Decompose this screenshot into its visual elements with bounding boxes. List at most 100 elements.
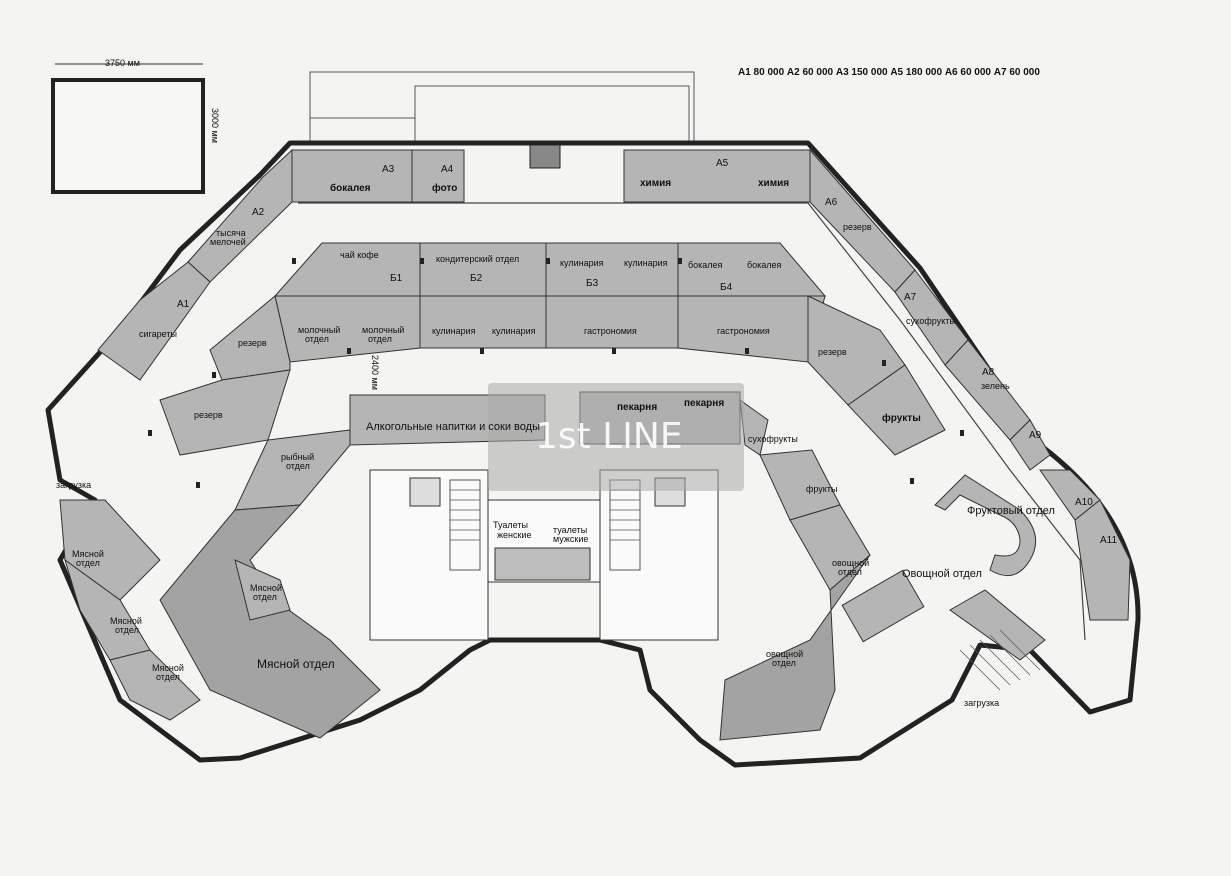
label-veg-2-line2: отдел [772,658,796,668]
code-a1: А1 [177,299,190,310]
unit-a11 [1074,499,1131,621]
scale-module-box [51,78,205,194]
unit-b2-culinary [419,295,547,349]
label-meat-1-line1: Мясной [72,549,104,559]
label-meat-3-line1: Мясной [152,663,184,673]
label-b3-top-right: кулинария [624,258,668,268]
label-a6: резерв [843,222,872,232]
unit-meat-main [159,504,381,739]
label-fish-line2: отдел [286,461,310,471]
label-b2-bottom-left: кулинария [432,326,476,336]
watermark: 1st LINE [488,383,744,491]
code-a3: А3 [382,164,395,175]
label-veg-1-line1: овощной [832,558,869,568]
stair-left [449,479,481,571]
label-veg-1-line2: отдел [838,567,862,577]
label-veg-2-line1: овощной [766,649,803,659]
unit-b2 [419,242,547,297]
label-fruits: фрукты [806,484,837,494]
code-b4: Б4 [720,282,733,293]
label-meat-2-line2: отдел [115,625,139,635]
label-meat-4-line1: Мясной [250,583,282,593]
label-alcohol: Алкогольные напитки и соки воды [366,421,540,433]
unit-a3 [291,149,413,203]
code-a6: А6 [825,197,838,208]
label-a7: сухофрукты [906,316,956,326]
code-a8: А8 [982,367,995,378]
code-a10: А10 [1075,497,1093,508]
label-dried-fruits: сухофрукты [748,434,798,444]
toilet-stalls [494,547,591,581]
label-b4-top-left: бокалея [688,260,723,270]
loading-stairs-right [959,629,1041,691]
veg-counter [841,569,925,643]
unit-b3-gastro [545,295,679,349]
label-veg-dept: Овощной отдел [902,568,982,580]
unit-meat-3 [109,649,201,721]
code-b3: Б3 [586,278,599,289]
watermark-text: 1st LINE [535,416,683,457]
label-b2-top: кондитерский отдел [436,254,519,264]
label-dairy-2-line2: отдел [368,334,392,344]
label-loading-right: загрузка [964,698,999,708]
label-left-reserve-2: резерв [194,410,223,420]
code-a5: А5 [716,158,729,169]
rent-prices-note: А1 80 000 А2 60 000 А3 150 000 А5 180 00… [738,67,1040,78]
code-a9: А9 [1029,430,1042,441]
label-wc-men-line1: туалеты [553,525,587,535]
label-wc-men-line2: мужские [553,534,588,544]
label-b4-bottom: гастрономия [717,326,770,336]
label-a1: сигареты [139,329,177,339]
loading-ramp-right [949,589,1046,661]
label-bakery-2: пекарня [684,398,724,409]
label-b3-bottom: гастрономия [584,326,637,336]
unit-codes: А1 А2 А3 А4 А5 А6 А7 А8 А9 А10 А11 Б1 Б2… [177,158,1117,546]
unit-b3 [545,242,679,297]
scale-module: 3750 мм 3000 мм [51,58,220,194]
label-a5-right: химия [758,178,789,189]
label-meat-4-line2: отдел [253,592,277,602]
label-a4: фото [432,182,457,194]
label-b4-top-right: бокалея [747,260,782,270]
structural-columns [148,258,964,488]
label-a8: зелень [981,381,1010,391]
code-b2: Б2 [470,273,483,284]
label-meat-main: Мясной отдел [257,657,335,671]
label-bakery-1: пекарня [617,402,657,413]
height-dimension-label: 3000 мм [210,108,220,143]
code-a2: А2 [252,207,265,218]
label-dairy-1-line2: отдел [305,334,329,344]
main-entrance-door [529,141,561,169]
label-meat-1-line2: отдел [76,558,100,568]
corridor-dimension-label: 2400 мм [370,355,380,390]
code-a11: А11 [1100,535,1117,546]
label-wc-women-line1: Туалеты [493,520,528,530]
fruit-counter [934,474,1037,577]
label-loading-left: загрузка [56,480,91,490]
unit-meat-1 [59,499,161,601]
department-labels: сигареты тысяча мелочей бокалея фото хим… [56,178,1055,708]
label-dairy-1-line1: молочный [298,325,340,335]
label-wc-women-line2: женские [497,530,531,540]
label-a5-left: химия [640,178,671,189]
label-dairy-2-line1: молочный [362,325,404,335]
unit-meat-4 [234,559,291,621]
unit-left-reserve-2 [159,369,291,456]
watermark-box [488,383,744,491]
label-a2-line1: тысяча [216,228,246,238]
label-b2-bottom-right: кулинария [492,326,536,336]
width-dimension-label: 3750 мм [105,58,140,68]
unit-a9 [1009,419,1051,471]
unit-a5 [623,149,811,203]
label-fruit-dept: Фруктовый отдел [967,505,1055,517]
code-b1: Б1 [390,273,403,284]
label-b3-top-left: кулинария [560,258,604,268]
label-meat-3-line2: отдел [156,672,180,682]
unit-fish [234,429,351,511]
label-fruits-bold: фрукты [882,412,921,424]
label-meat-2-line1: Мясной [110,616,142,626]
label-a3: бокалея [330,182,371,194]
code-a7: А7 [904,292,917,303]
top-row-units [97,148,1131,621]
